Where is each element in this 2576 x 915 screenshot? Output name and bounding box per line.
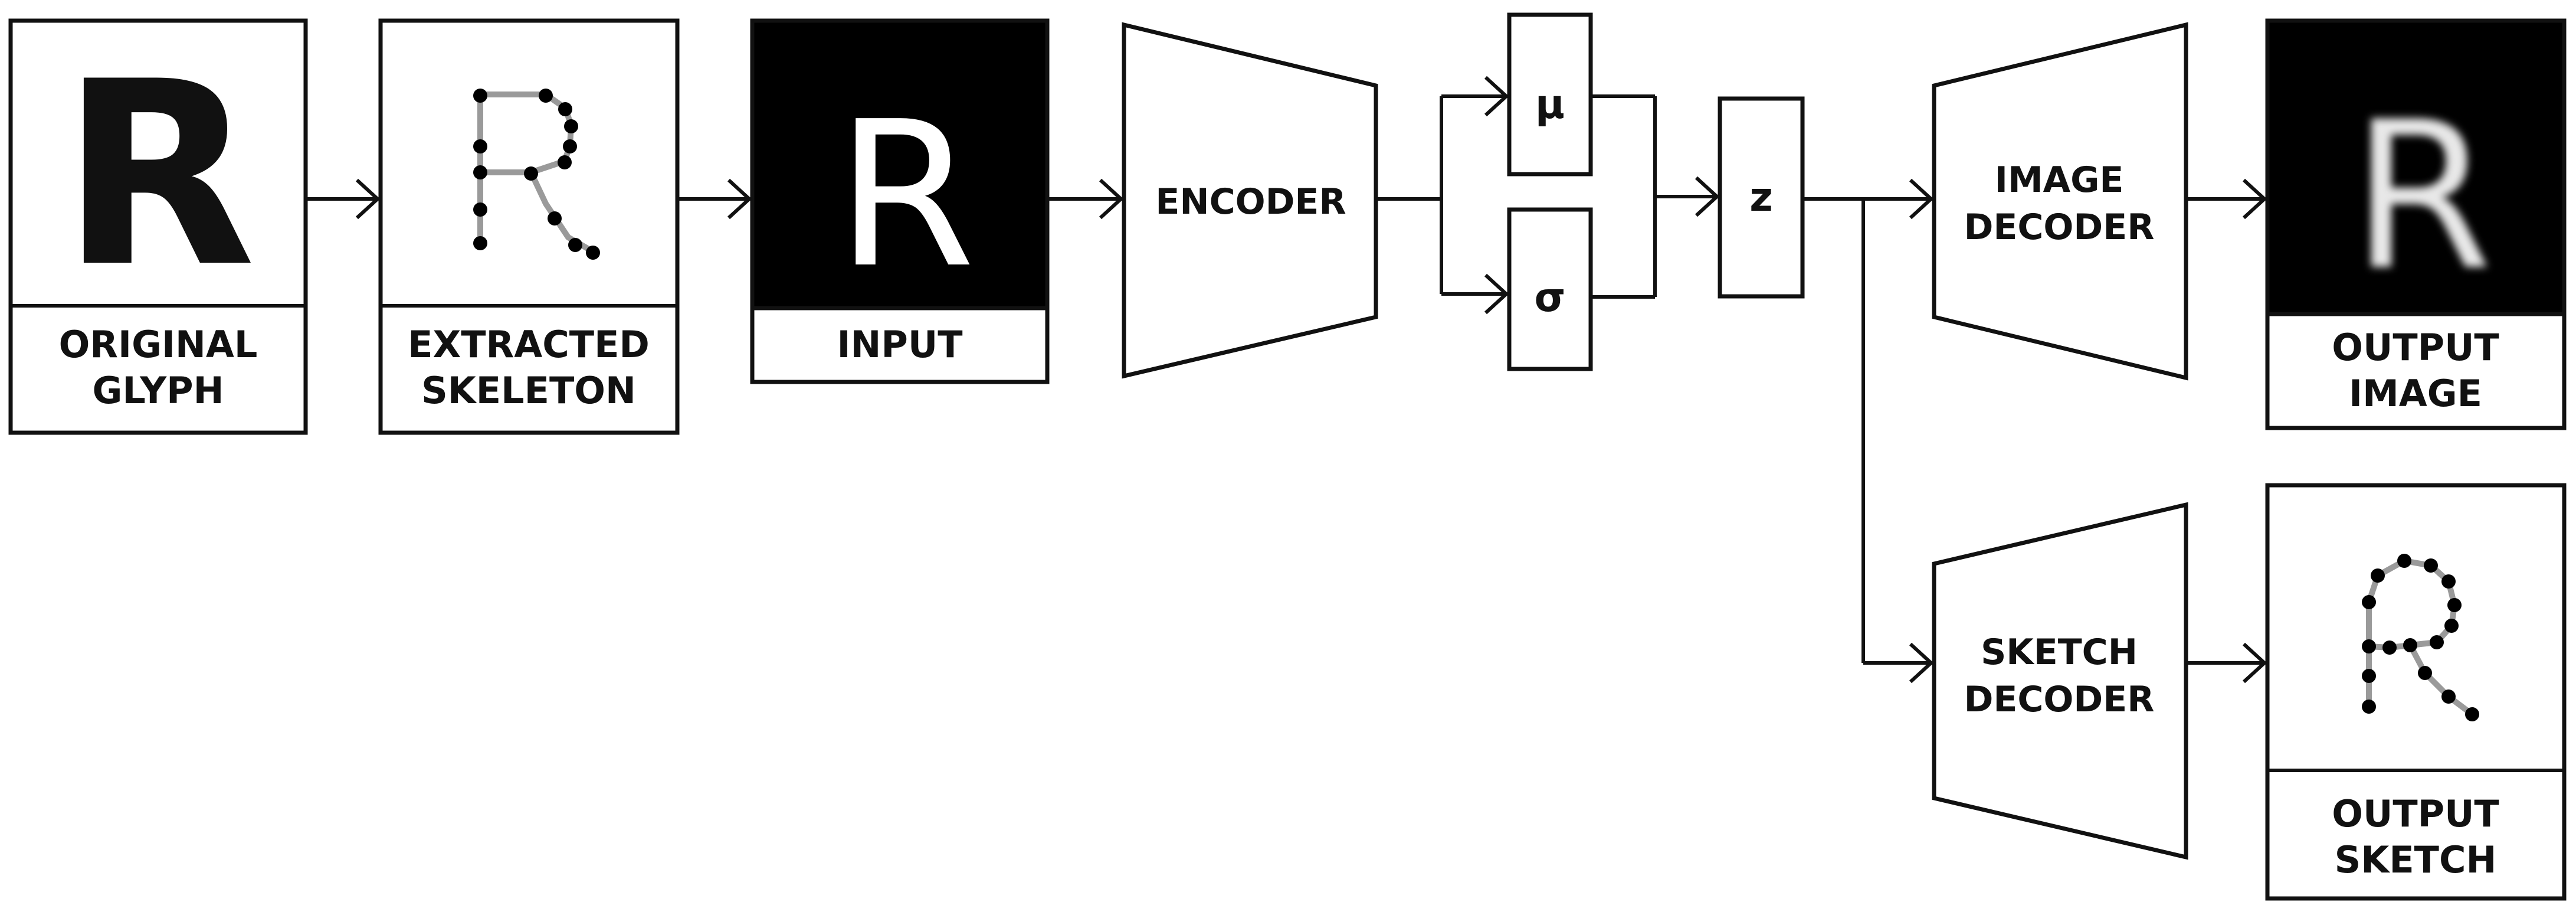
output-sketch-point bbox=[2465, 707, 2479, 721]
output-image-label-line2: IMAGE bbox=[2349, 372, 2482, 415]
image-decoder-node: IMAGE DECODER bbox=[1932, 22, 2188, 381]
output-sketch-point bbox=[2362, 639, 2376, 653]
arrowhead bbox=[1909, 178, 1934, 220]
connectors bbox=[306, 76, 2267, 684]
extracted-skeleton-frame bbox=[378, 18, 680, 435]
skeleton-point bbox=[586, 246, 600, 260]
z-box bbox=[1718, 96, 1805, 299]
image-decoder-label-line2: DECODER bbox=[1964, 207, 2155, 248]
sketch-decoder-label-line2: DECODER bbox=[1964, 679, 2155, 720]
mu-node: μ bbox=[1507, 12, 1593, 177]
output-sketch-point bbox=[2441, 574, 2456, 589]
arrowhead bbox=[1695, 176, 1720, 217]
skeleton-point bbox=[524, 166, 538, 181]
output-sketch-point bbox=[2403, 638, 2417, 652]
output-sketch-point bbox=[2430, 635, 2444, 649]
image-decoder-trapezoid bbox=[1932, 22, 2188, 381]
skeleton-point bbox=[568, 238, 582, 252]
original-glyph-frame bbox=[8, 18, 308, 435]
sigma-box bbox=[1507, 207, 1593, 371]
arrowhead bbox=[1484, 76, 1509, 117]
arrowhead bbox=[1099, 178, 1124, 220]
output-sketch-point bbox=[2424, 558, 2438, 573]
output-sketch-label-line2: SKETCH bbox=[2335, 838, 2497, 881]
skeleton-point bbox=[558, 155, 572, 169]
output-image-label-line1: OUTPUT bbox=[2332, 326, 2499, 369]
sigma-node: σ bbox=[1507, 207, 1593, 371]
mu-box bbox=[1507, 12, 1593, 177]
extracted-skeleton-node: EXTRACTED SKELETON bbox=[378, 18, 680, 435]
skeleton-point bbox=[558, 102, 572, 116]
arrowhead bbox=[2242, 642, 2267, 684]
output-image-panel bbox=[2265, 18, 2567, 316]
original-glyph-label-line2: GLYPH bbox=[93, 369, 224, 412]
encoder-label: ENCODER bbox=[1155, 181, 1346, 223]
input-image-panel bbox=[750, 18, 1050, 311]
output-sketch-point bbox=[2362, 595, 2376, 609]
image-decoder-label-line1: IMAGE bbox=[1995, 159, 2124, 201]
arrowhead bbox=[355, 178, 381, 220]
sketch-decoder-label-line1: SKETCH bbox=[1981, 632, 2138, 673]
output-sketch-point bbox=[2371, 568, 2385, 583]
skeleton-point bbox=[564, 119, 578, 133]
skeleton-point bbox=[473, 165, 487, 179]
sketch-decoder-node: SKETCH DECODER bbox=[1932, 502, 2188, 860]
input-label: INPUT bbox=[837, 323, 962, 366]
output-sketch-point bbox=[2362, 700, 2376, 714]
output-sketch-stroke-leg bbox=[2407, 642, 2475, 717]
original-glyph-label-line1: ORIGINAL bbox=[59, 323, 258, 366]
arrowhead bbox=[2242, 178, 2267, 220]
z-symbol: z bbox=[1749, 174, 1773, 221]
arrowhead bbox=[727, 178, 752, 220]
skeleton-stroke-bowl bbox=[477, 92, 574, 246]
output-image-glyph: R bbox=[2351, 79, 2493, 315]
encoder-trapezoid bbox=[1122, 22, 1378, 379]
z-node: z bbox=[1718, 96, 1805, 299]
skeleton-point bbox=[473, 236, 487, 250]
output-sketch-point bbox=[2418, 666, 2432, 680]
skeleton-point bbox=[539, 89, 553, 103]
skeleton-drawing bbox=[473, 89, 600, 260]
arrowhead bbox=[1484, 273, 1509, 315]
skeleton-point bbox=[563, 139, 577, 153]
sigma-symbol: σ bbox=[1535, 274, 1566, 321]
mu-symbol: μ bbox=[1535, 81, 1565, 128]
skeleton-point bbox=[548, 211, 562, 226]
output-sketch-point bbox=[2447, 598, 2462, 612]
skeleton-point bbox=[473, 89, 487, 103]
skeleton-point bbox=[473, 139, 487, 153]
original-glyph-node: R ORIGINAL GLYPH bbox=[8, 18, 308, 435]
original-glyph-letter: R bbox=[60, 28, 255, 323]
sketch-decoder-trapezoid bbox=[1932, 502, 2188, 860]
output-sketch-drawing bbox=[2362, 554, 2479, 721]
output-sketch-point bbox=[2362, 669, 2376, 683]
encoder-node: ENCODER bbox=[1122, 22, 1378, 379]
output-sketch-point bbox=[2382, 640, 2397, 655]
skeleton-point bbox=[473, 202, 487, 217]
output-sketch-point bbox=[2441, 689, 2456, 704]
output-sketch-node: OUTPUT SKETCH bbox=[2265, 483, 2567, 901]
output-image-node: R OUTPUT IMAGE bbox=[2265, 18, 2567, 430]
input-glyph: R bbox=[836, 79, 975, 312]
input-node: R INPUT bbox=[750, 18, 1050, 384]
arrowhead bbox=[1909, 642, 1934, 684]
output-sketch-frame bbox=[2265, 483, 2567, 901]
extracted-skeleton-label-line2: SKELETON bbox=[421, 369, 636, 412]
output-sketch-point bbox=[2397, 554, 2411, 568]
output-sketch-label-line1: OUTPUT bbox=[2332, 792, 2499, 835]
output-sketch-point bbox=[2444, 619, 2459, 633]
extracted-skeleton-label-line1: EXTRACTED bbox=[408, 323, 650, 366]
